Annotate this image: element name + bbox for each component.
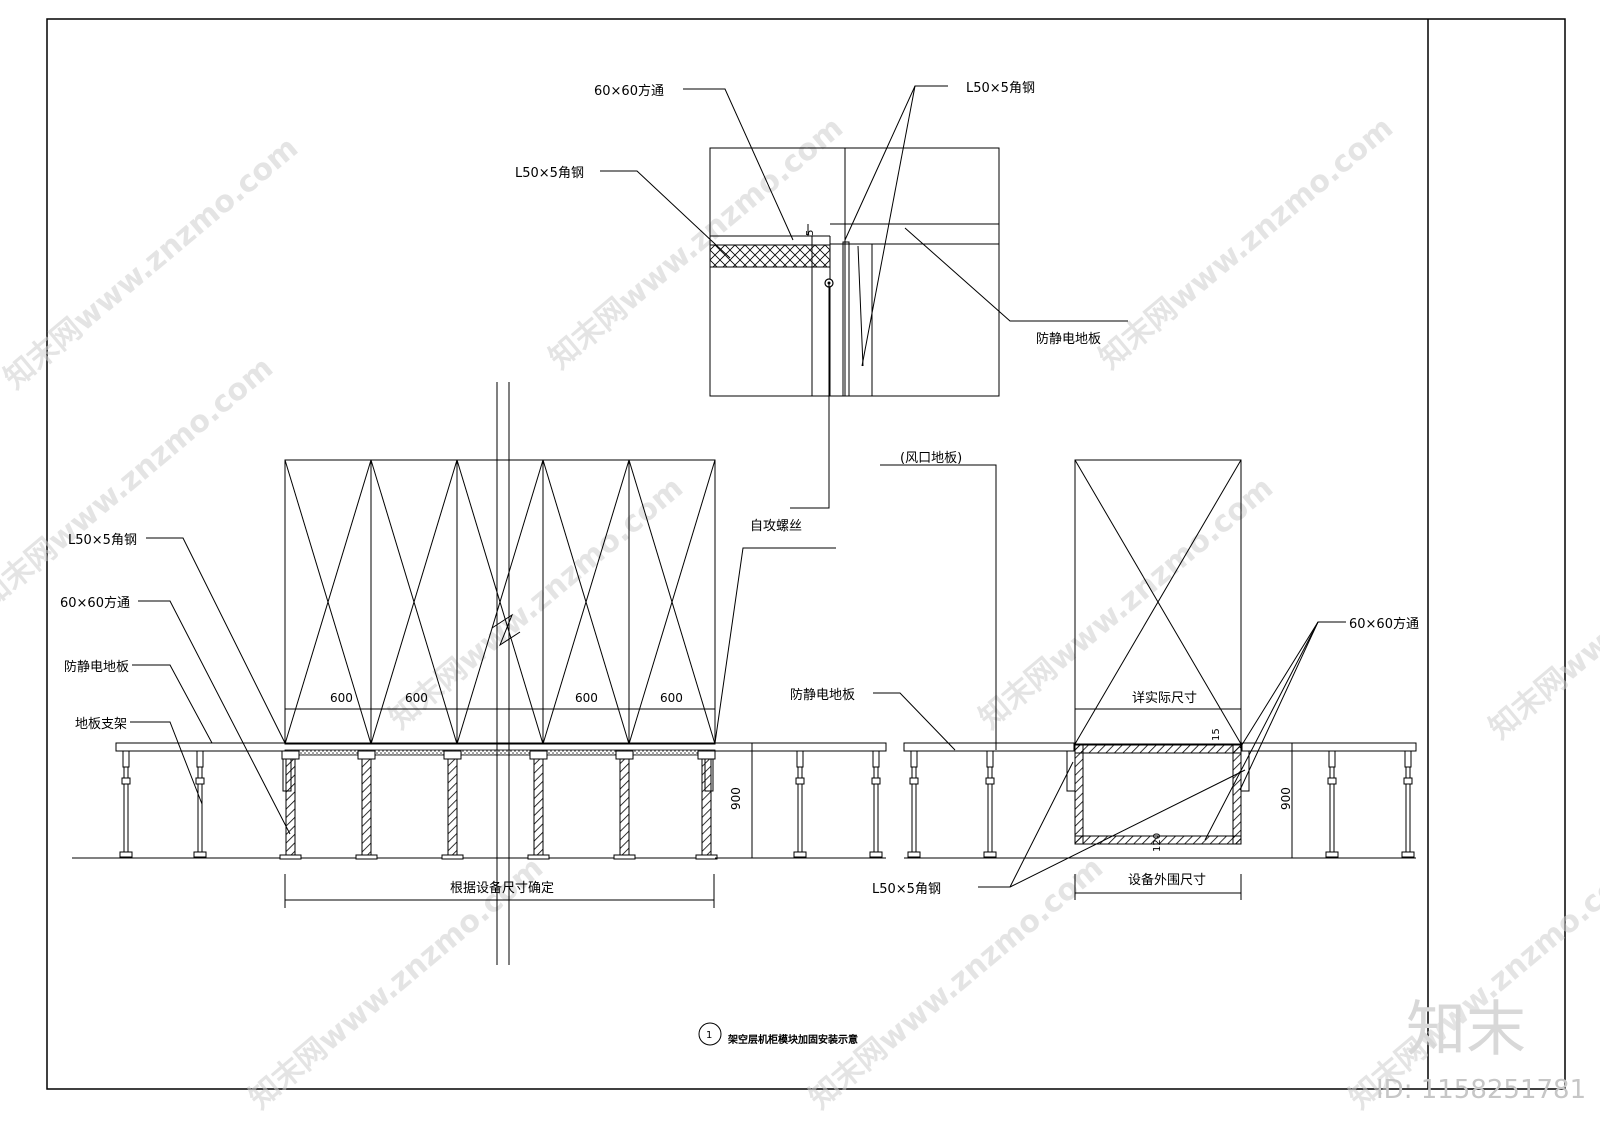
title-number: 1	[706, 1030, 712, 1041]
label-equipment-outer: 设备外围尺寸	[1128, 872, 1206, 888]
pedestal-nut	[195, 777, 205, 785]
label-left-antistatic: 防静电地板	[64, 659, 129, 675]
label-vent-floor: (风口地板)	[900, 451, 962, 466]
post-cap	[443, 750, 462, 760]
post-base	[355, 854, 378, 860]
watermark-8: 知末网www.znzmo.com	[803, 850, 1110, 1116]
pedestal-head	[910, 750, 918, 768]
dim-600-1: 600	[330, 691, 353, 705]
pedestal-base	[193, 851, 207, 858]
cabinet-brace	[628, 459, 716, 745]
pedestal-nut	[795, 777, 805, 785]
post-base	[695, 854, 718, 860]
pedestal-nut	[1327, 777, 1337, 785]
watermark-2: 知末网www.znzmo.com	[543, 110, 850, 376]
pedestal-head	[986, 750, 994, 768]
post-base	[279, 854, 302, 860]
pedestal-base	[793, 851, 807, 858]
pedestal-nut	[985, 777, 995, 785]
pedestal-base	[1401, 851, 1415, 858]
label-detail-antistatic: 防静电地板	[1036, 331, 1101, 347]
label-actual-size: 详实际尺寸	[1132, 691, 1197, 706]
dim-5: 5	[805, 230, 816, 236]
drawing-frame	[46, 18, 1566, 1090]
steel-post	[285, 754, 296, 859]
watermark-10: 知末网www.znzmo.com	[1483, 480, 1600, 746]
watermark-4: 知末网www.znzmo.com	[0, 350, 280, 616]
label-right-antistatic: 防静电地板	[790, 687, 855, 703]
pedestal-base	[869, 851, 883, 858]
cabinet-brace	[284, 459, 372, 745]
pedestal-head	[796, 750, 804, 768]
label-detail-angle-top: L50×5角钢	[966, 81, 1035, 96]
pedestal-nut	[1403, 777, 1413, 785]
label-left-angle: L50×5角钢	[68, 533, 137, 548]
watermark-6: 知末网www.znzmo.com	[973, 470, 1280, 736]
label-detail-tube: 60×60方通	[594, 83, 664, 99]
label-right-angle: L50×5角钢	[872, 882, 941, 897]
label-by-equipment: 根据设备尺寸确定	[450, 880, 554, 896]
watermark-3: 知末网www.znzmo.com	[1093, 110, 1400, 376]
title-text: 架空层机柜模块加固安装示意	[727, 1033, 858, 1046]
label-self-tap-screw: 自攻螺丝	[750, 519, 802, 534]
left-elevation	[72, 382, 887, 965]
post-cap	[697, 750, 716, 760]
pedestal-nut	[121, 777, 131, 785]
post-base	[613, 854, 636, 860]
pedestal-head	[872, 750, 880, 768]
cabinet-brace	[542, 459, 630, 745]
pedestal-head	[1328, 750, 1336, 768]
steel-post	[533, 754, 544, 859]
label-left-tube: 60×60方通	[60, 595, 130, 611]
post-cap	[357, 750, 376, 760]
post-cap	[281, 750, 300, 760]
pedestal-base	[1325, 851, 1339, 858]
post-base	[441, 854, 464, 860]
cabinet-brace	[456, 459, 544, 745]
dim-600-4: 600	[660, 691, 683, 705]
dim-600-2: 600	[405, 691, 428, 705]
pedestal-base	[119, 851, 133, 858]
post-cap	[529, 750, 548, 760]
steel-post	[701, 754, 712, 859]
dim-120: 120	[1152, 833, 1163, 852]
dim-600-3: 600	[575, 691, 598, 705]
id-watermark: ID: 1158251781	[1376, 1075, 1586, 1105]
right-elevation	[873, 459, 1417, 900]
steel-post	[447, 754, 458, 859]
brand-watermark: 知末	[1406, 995, 1526, 1065]
dim-900-left: 900	[729, 787, 743, 810]
cabinet-brace	[370, 459, 458, 745]
pedestal-head	[1404, 750, 1412, 768]
cabinet-outline	[284, 459, 716, 745]
steel-post	[361, 754, 372, 859]
label-left-support: 地板支架	[75, 717, 127, 732]
pedestal-base	[907, 851, 921, 858]
label-right-tube: 60×60方通	[1349, 616, 1419, 632]
pedestal-nut	[909, 777, 919, 785]
post-cap	[615, 750, 634, 760]
detail-view: 5	[600, 85, 1128, 509]
post-base	[527, 854, 550, 860]
pedestal-nut	[871, 777, 881, 785]
dim-900-right: 900	[1279, 787, 1293, 810]
label-detail-angle-left: L50×5角钢	[515, 166, 584, 181]
pedestal-head	[122, 750, 130, 768]
pedestal-head	[196, 750, 204, 768]
steel-post	[619, 754, 630, 859]
dim-15: 15	[1211, 728, 1222, 741]
drawing-title: 1 架空层机柜模块加固安装示意	[698, 1022, 858, 1046]
pedestal-base	[983, 851, 997, 858]
